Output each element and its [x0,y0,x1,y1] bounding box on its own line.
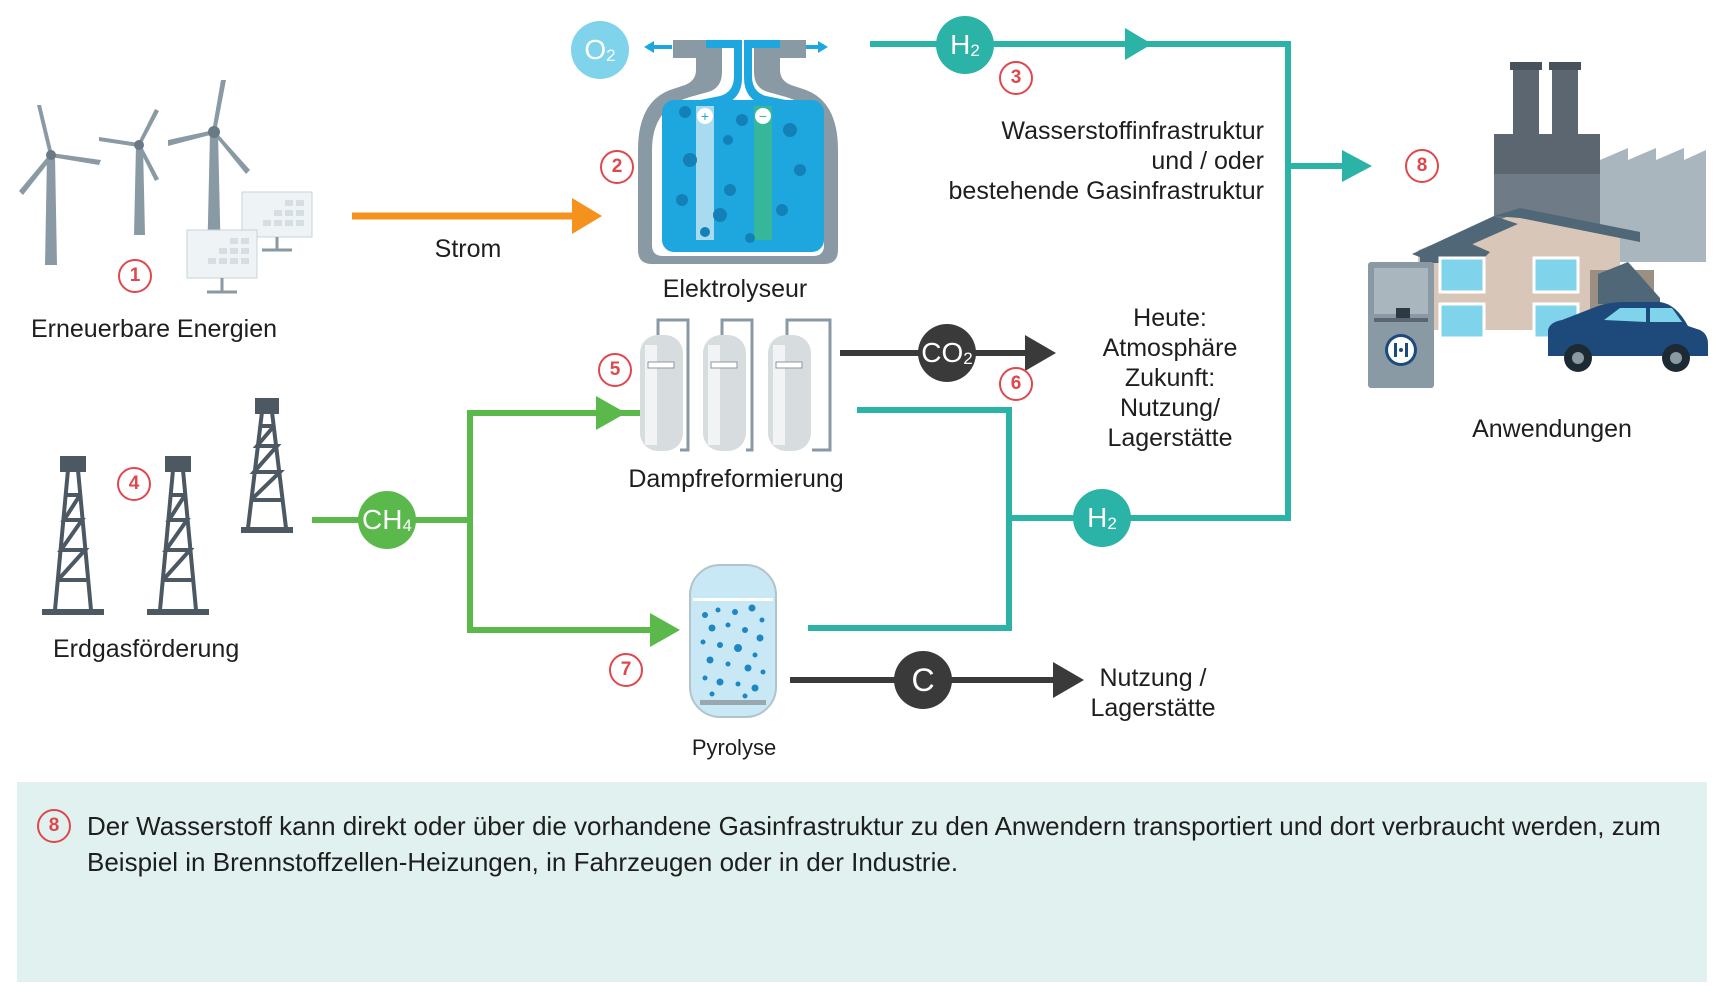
steam-reforming-label: Dampfreformierung [628,465,844,493]
co2-destination-line-1: Heute: [1133,304,1207,332]
carbon-destination-line-2: Lagerstätte [1090,694,1216,722]
infrastructure-line-3: bestehende Gasinfrastruktur [948,177,1264,205]
diagram-graphics: + − [19,28,1708,718]
co2-bubble: CO2 [918,324,976,382]
power-arrow [352,198,602,234]
oxygen-subscript: 2 [606,46,616,65]
hydrogen-subscript-bottom: 2 [1107,514,1117,533]
co2-formula: CO [921,337,964,368]
co2-destination-line-3: Zukunft: [1124,364,1216,392]
carbon-formula: C [911,662,935,698]
hydrogen-formula-bottom: H [1087,502,1108,533]
co2-subscript: 2 [963,349,973,368]
step-number-7: 7 [609,653,643,687]
methane-line [312,396,680,647]
pyrolysis-label: Pyrolyse [691,735,777,760]
pyrolysis-reactor-icon [689,564,777,718]
step-number-5: 5 [598,353,632,387]
step-number-6: 6 [999,367,1033,401]
power-label: Strom [434,235,502,263]
infrastructure-line-2: und / oder [1151,147,1264,175]
carbon-destination-label: Nutzung / Lagerstätte [1090,663,1215,723]
co2-destination-line-2: Atmosphäre [1102,334,1238,362]
info-text: Der Wasserstoff kann direkt oder über di… [87,811,1661,877]
step-number-8: 8 [1405,149,1439,183]
step-number-2: 2 [600,150,634,184]
hydrogen-formula-top: H [950,29,971,60]
co2-destination-label: Heute: Atmosphäre Zukunft: Nutzung/ Lage… [1103,303,1238,453]
applications-label: Anwendungen [1472,415,1632,443]
svg-text:+: + [701,108,709,124]
gas-production-label: Erdgasförderung [53,635,240,663]
steam-reforming-icon [640,318,832,452]
infrastructure-label: Wasserstoffinfrastruktur und / oder best… [949,116,1264,206]
hydrogen-subscript-top: 2 [970,41,980,60]
hydrogen-production-diagram: + − [19,16,1708,760]
hydrogen-bubble-top: H2 [936,16,994,74]
methane-formula: CH [362,504,403,535]
gas-derricks-icon [42,398,293,615]
methane-subscript: 4 [402,516,412,535]
carbon-destination-line-1: Nutzung / [1099,664,1207,692]
renewables-label: Erneuerbare Energien [31,315,277,343]
oxygen-bubble: O2 [571,21,629,79]
hydrogen-top-line [870,28,1372,521]
step-number-4: 4 [117,467,151,501]
electrolyzer-icon: + − [638,40,838,264]
solar-panels-icon [186,191,313,294]
infrastructure-line-1: Wasserstoffinfrastruktur [1001,117,1264,145]
step-number-1: 1 [118,259,152,293]
oxygen-formula: O [584,34,607,65]
info-panel: 8 Der Wasserstoff kann direkt oder über … [17,782,1707,982]
info-step-number: 8 [37,809,71,843]
methane-bubble: CH4 [358,491,416,549]
electrolyzer-label: Elektrolyseur [662,275,808,303]
hydrogen-bubble-bottom: H2 [1073,489,1131,547]
carbon-bubble: C [894,651,952,709]
applications-illustration [1368,62,1708,388]
step-number-3: 3 [999,61,1033,95]
svg-text:−: − [759,108,767,124]
co2-destination-line-5: Lagerstätte [1107,424,1233,452]
co2-destination-line-4: Nutzung/ [1119,394,1221,422]
